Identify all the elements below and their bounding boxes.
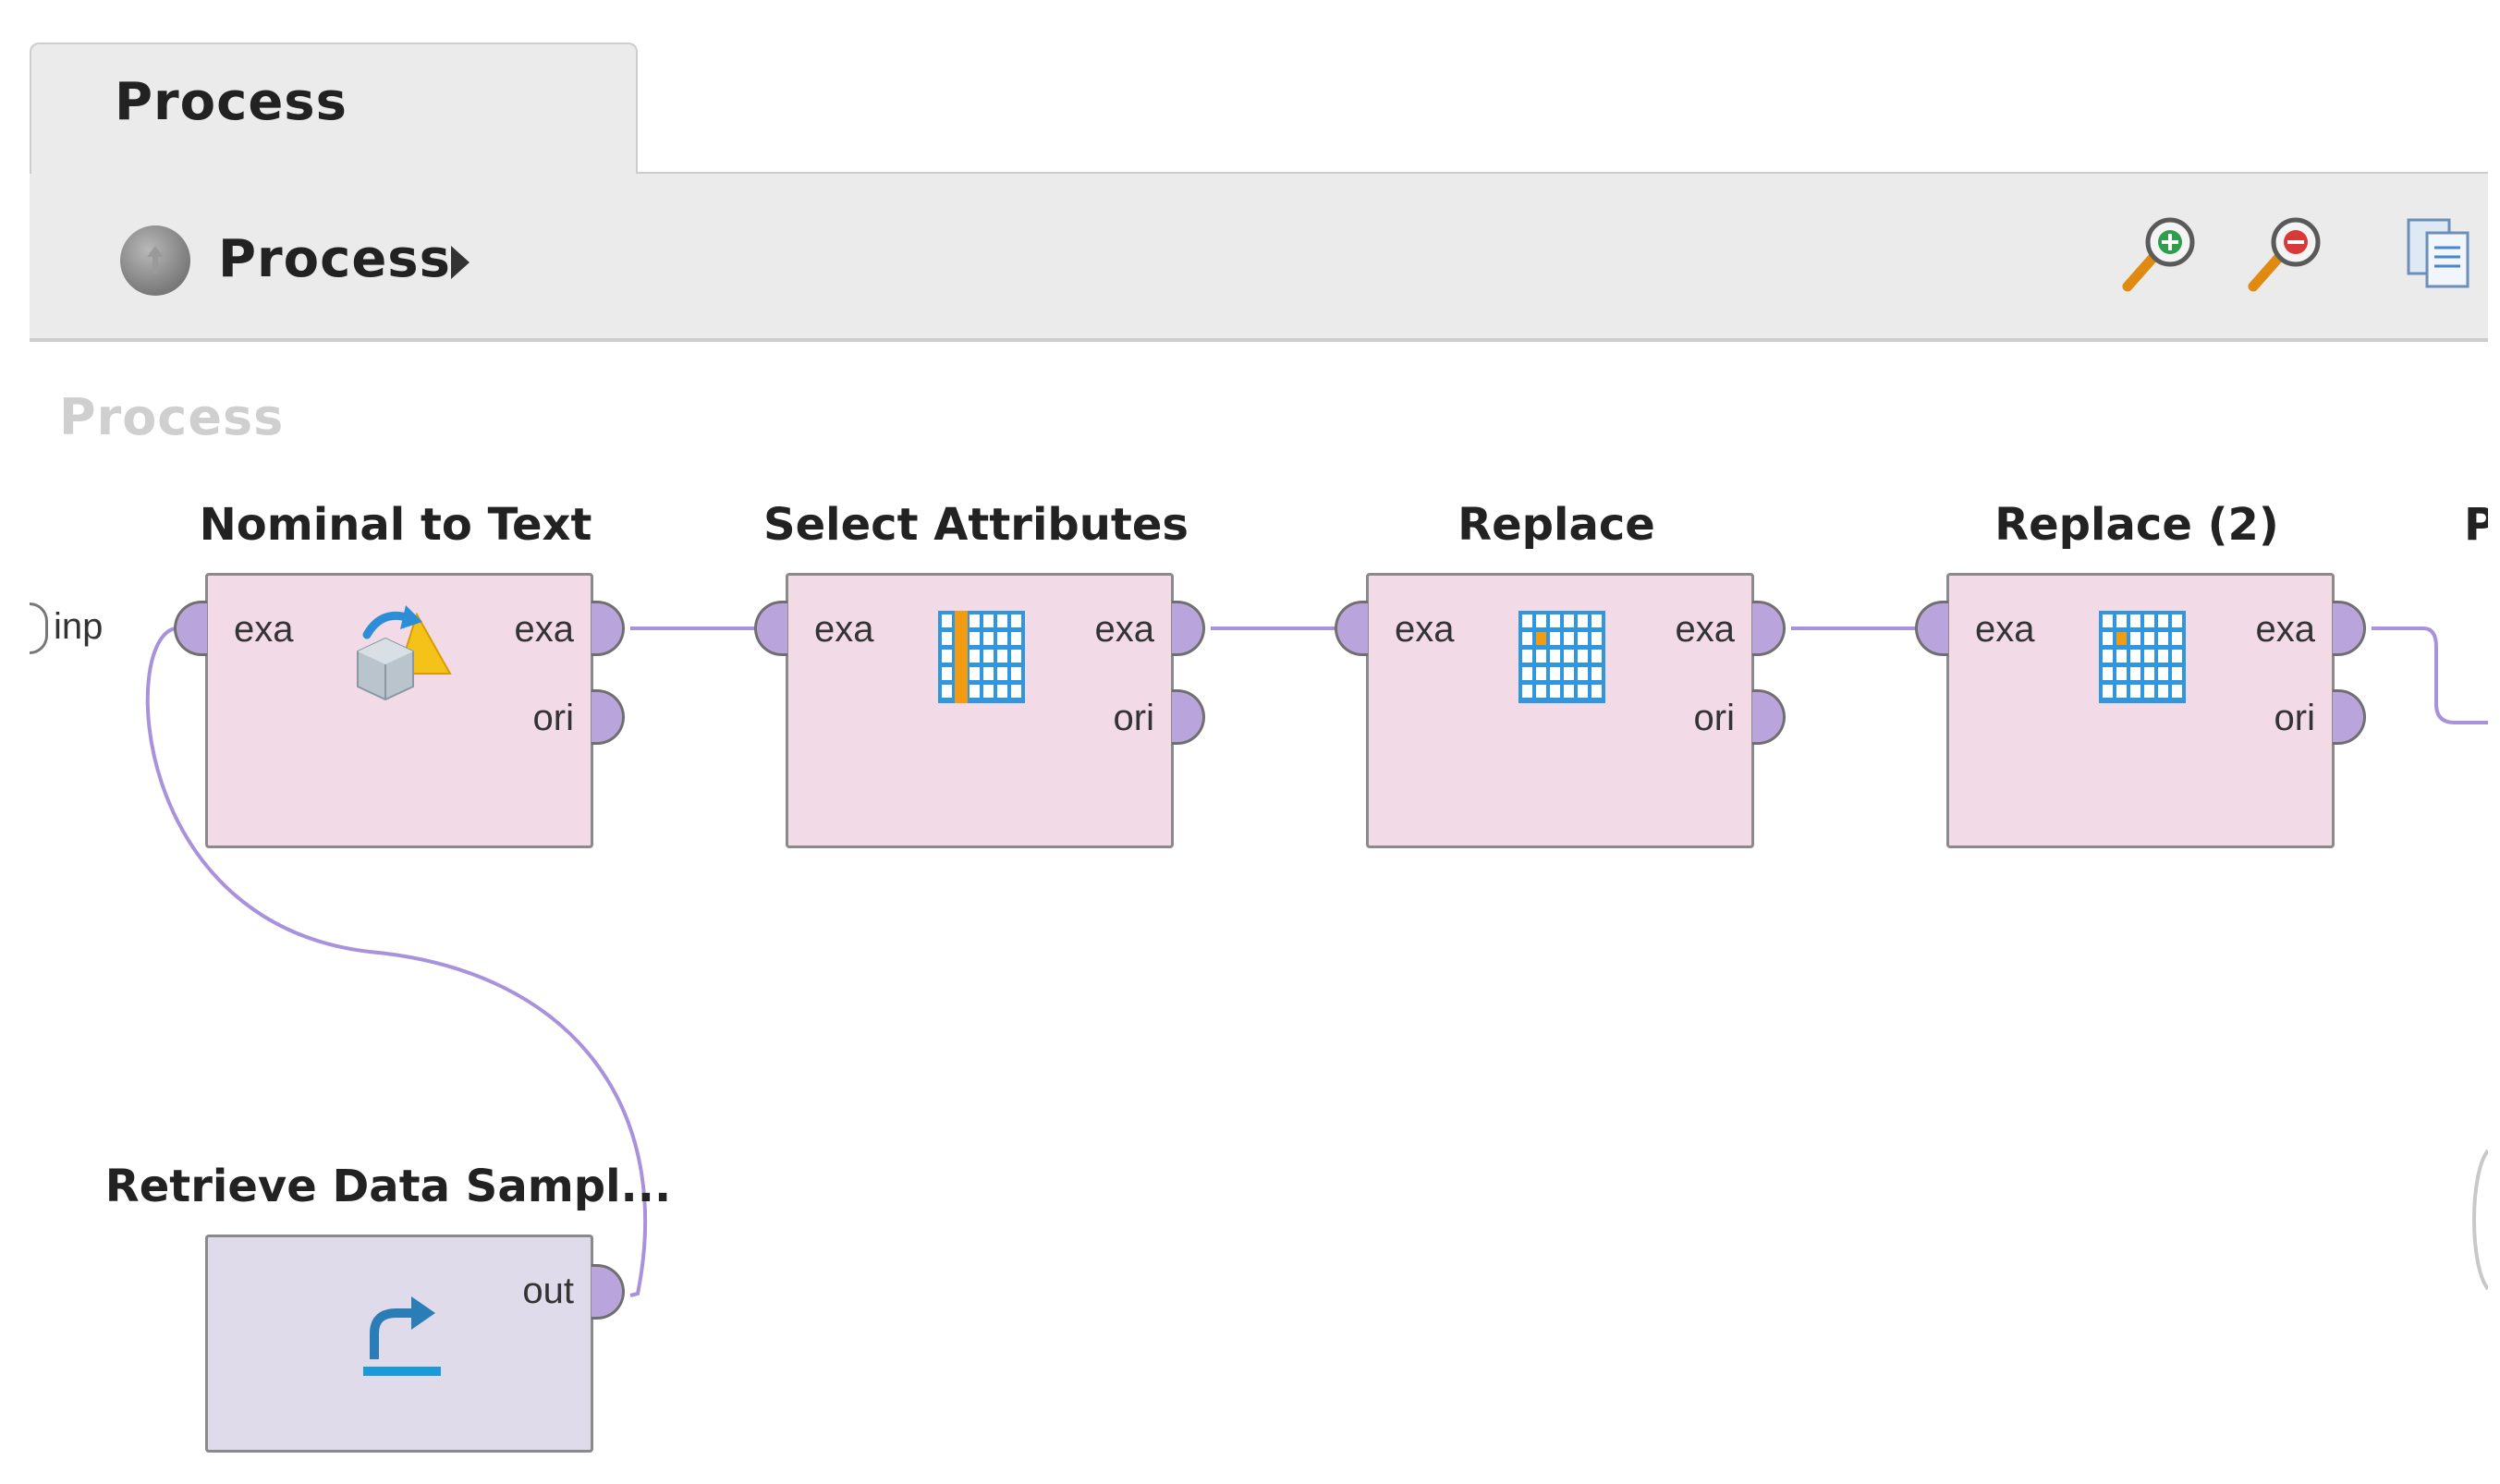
select-attributes-icon	[938, 611, 1025, 703]
wire-replace2-to-next	[2372, 626, 2488, 724]
canvas-title: Process	[59, 388, 285, 446]
out-port-label: exa	[1675, 609, 1736, 650]
operator-retrieve-data-sample[interactable]: out	[205, 1235, 593, 1453]
up-level-icon[interactable]	[120, 225, 190, 296]
in-port-label: exa	[234, 609, 294, 650]
operator-title-nominal-to-text[interactable]: Nominal to Text	[199, 499, 592, 551]
in-port-label: exa	[1975, 609, 2035, 650]
nominal-to-text-icon	[357, 605, 452, 701]
operator-title-replace[interactable]: Replace	[1457, 499, 1655, 551]
process-toolbar: Process	[30, 174, 2488, 342]
replace-icon	[1518, 611, 1605, 703]
breadcrumb-caret-icon[interactable]	[451, 246, 470, 279]
operator-select-attributes[interactable]: exa exa ori	[786, 573, 1174, 848]
operator-title-replace-2[interactable]: Replace (2)	[1994, 499, 2279, 551]
out-port-label: exa	[514, 609, 575, 650]
out-port-label: ori	[532, 698, 574, 738]
replace-icon	[2099, 611, 2186, 703]
operator-nominal-to-text[interactable]: exa exa ori	[205, 573, 593, 848]
breadcrumb[interactable]: Process	[218, 229, 451, 289]
out-port-label: ori	[1113, 698, 1154, 738]
retrieve-icon	[363, 1296, 441, 1376]
operator-title-retrieve[interactable]: Retrieve Data Sampl...	[104, 1161, 672, 1212]
zoom-out-icon[interactable]	[2244, 211, 2327, 294]
tab-label: Process	[115, 72, 348, 132]
tab-divider	[638, 172, 2488, 174]
wire-retrieve-to-nominal	[145, 626, 647, 1297]
zoom-in-icon[interactable]	[2118, 211, 2201, 294]
partial-port-right	[2472, 1149, 2490, 1291]
in-port-label: exa	[814, 609, 874, 650]
out-port-label: ori	[2274, 698, 2315, 738]
in-port-label: exa	[1395, 609, 1455, 650]
process-input-label: inp	[54, 606, 104, 647]
operator-replace[interactable]: exa exa ori	[1366, 573, 1754, 848]
operator-title-select-attributes[interactable]: Select Attributes	[762, 499, 1189, 551]
tab-process[interactable]: Process	[30, 43, 638, 174]
out-port-label: exa	[2255, 609, 2316, 650]
top-strip	[0, 0, 2500, 20]
out-port-label: ori	[1693, 698, 1735, 738]
operator-replace-2[interactable]: exa exa ori	[1946, 573, 2335, 848]
out-port-label: out	[522, 1271, 574, 1311]
copy-icon[interactable]	[2405, 211, 2488, 294]
right-edge	[2488, 0, 2500, 1484]
out-port-label: exa	[1094, 609, 1155, 650]
